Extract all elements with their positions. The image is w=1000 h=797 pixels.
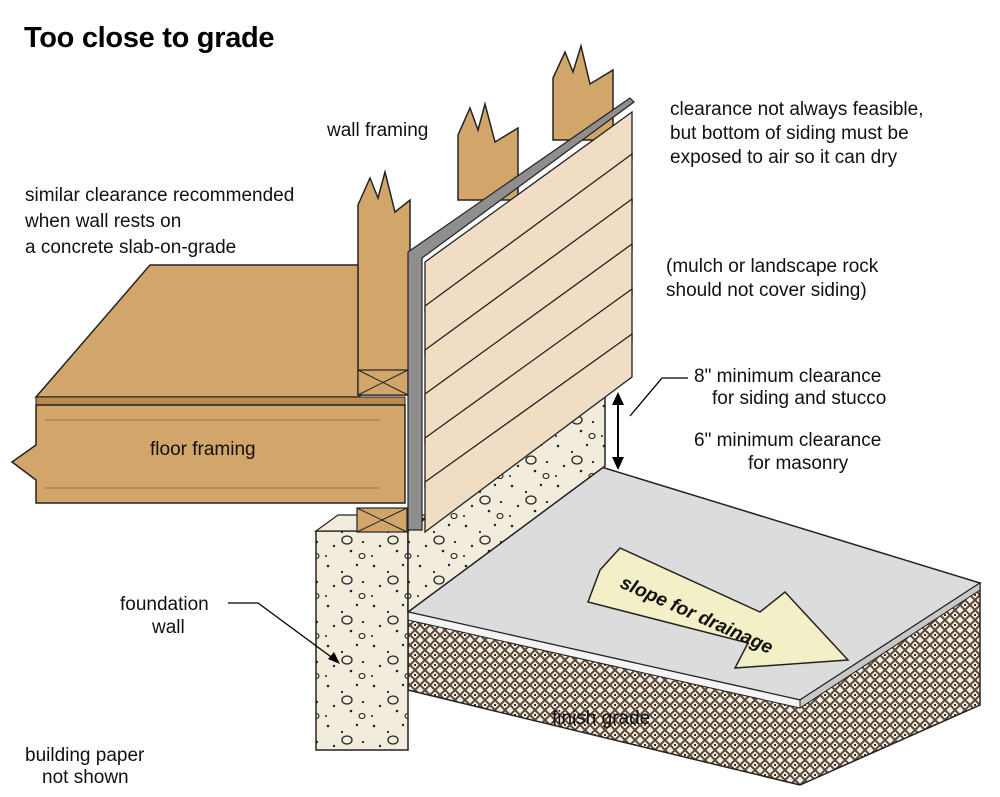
building-paper-line: not shown	[42, 767, 129, 788]
mulch-note-line: (mulch or landscape rock	[666, 256, 879, 277]
slab-note-line: when wall rests on	[25, 211, 182, 232]
slab-note-line: a concrete slab-on-grade	[25, 237, 237, 258]
masonry-clearance-line: 6" minimum clearance	[694, 430, 882, 451]
masonry-clearance-line: for masonry	[748, 453, 849, 474]
clearance-note-line: exposed to air so it can dry	[670, 147, 898, 168]
clearance-note-line: clearance not always feasible,	[670, 99, 924, 120]
floor-framing	[10, 264, 408, 533]
siding-clearance-line: for siding and stucco	[712, 388, 887, 409]
sheathing	[407, 97, 635, 531]
page-title: Too close to grade	[24, 22, 275, 54]
foundation-leader	[228, 602, 340, 664]
slope-arrow	[587, 547, 850, 669]
finish-grade-label: finish grade	[552, 708, 651, 729]
slab-note-line: similar clearance recommended	[25, 185, 295, 206]
foundation-label-line: wall	[152, 617, 185, 638]
foundation-label-line: foundation	[120, 594, 209, 615]
siding-boards	[424, 110, 633, 534]
clearance-dimension	[612, 377, 688, 470]
floor-framing-label: floor framing	[150, 439, 256, 460]
mulch-note-line: should not cover siding)	[666, 280, 867, 301]
building-paper-line: building paper	[25, 745, 145, 766]
clearance-note-line: but bottom of siding must be	[670, 123, 909, 144]
wall-framing-label: wall framing	[327, 120, 429, 141]
wall-studs	[357, 43, 614, 396]
siding-clearance-line: 8" minimum clearance	[694, 366, 882, 387]
